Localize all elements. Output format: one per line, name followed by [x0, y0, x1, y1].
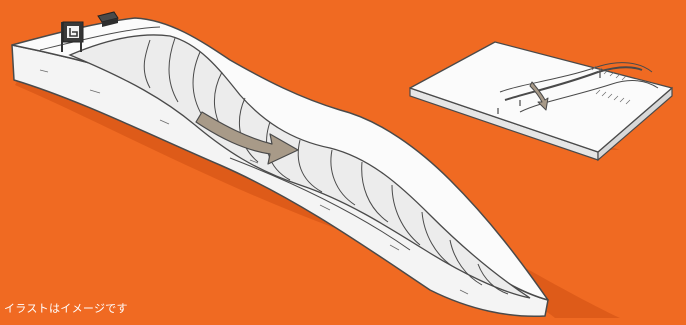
image-disclaimer-caption: イラストはイメージです: [4, 302, 128, 316]
